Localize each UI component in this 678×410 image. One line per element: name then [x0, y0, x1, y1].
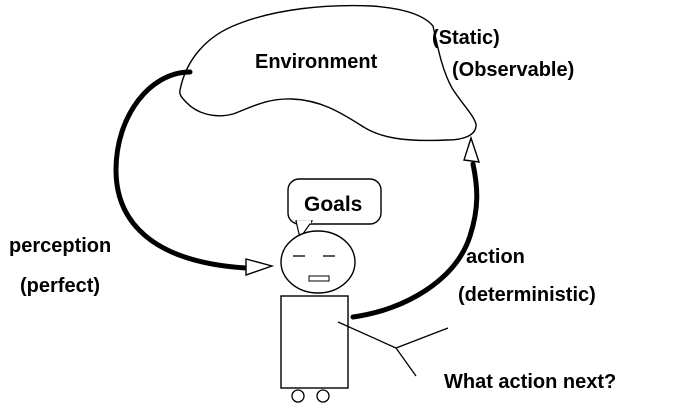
action-qualifier: (deterministic) [458, 284, 596, 306]
perception-arrow-line [113, 69, 249, 271]
environment-cloud [179, 4, 477, 142]
agent-mouth [308, 275, 330, 282]
observable-property: (Observable) [452, 59, 574, 81]
action-label: action [466, 246, 525, 268]
perception-qualifier: (perfect) [20, 275, 100, 297]
perception-arrowhead-icon [245, 258, 275, 276]
question-pointer-tail [395, 347, 417, 377]
question-label: What action next? [444, 371, 616, 393]
perception-label: perception [9, 235, 111, 257]
question-pointer [337, 321, 449, 349]
static-property: (Static) [432, 27, 500, 49]
agent-left-wheel [291, 389, 305, 403]
environment-label: Environment [255, 51, 378, 73]
agent-body [280, 295, 349, 389]
goals-bubble [287, 178, 382, 225]
action-arrowhead-icon [463, 135, 481, 163]
goals-label: Goals [304, 193, 362, 216]
agent-head [280, 230, 356, 294]
action-arrow-line [350, 161, 480, 320]
agent-right-wheel [316, 389, 330, 403]
